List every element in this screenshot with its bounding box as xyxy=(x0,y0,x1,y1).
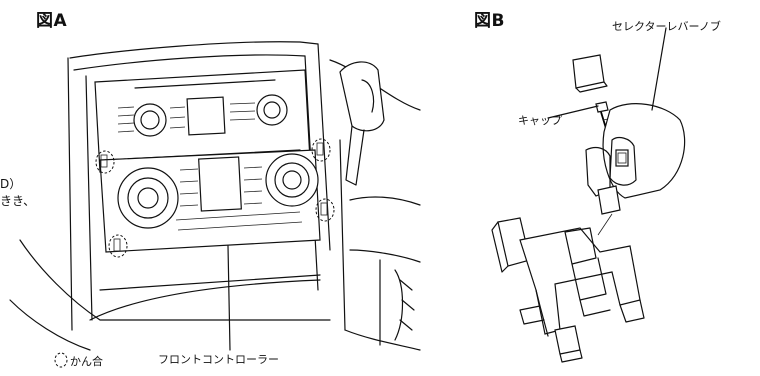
side-text-line2: きき、 xyxy=(0,194,36,208)
front-controller xyxy=(99,149,321,253)
leader-front-controller xyxy=(227,245,231,351)
label-front-controller: フロントコントローラー xyxy=(158,353,279,366)
label-selector-lever-knob: セレクターレバーノブ xyxy=(612,20,721,33)
figure-a-title: 図A xyxy=(36,11,68,31)
shift-lever-a xyxy=(339,61,385,186)
figure-b-title: 図B xyxy=(474,11,505,31)
legend-clip-symbol xyxy=(54,352,68,368)
cap-part xyxy=(572,54,605,89)
clip-markers xyxy=(95,138,335,258)
side-text-line1: D） xyxy=(0,177,22,191)
figure-b-drawing xyxy=(491,27,686,363)
label-cap: キャップ xyxy=(518,114,562,127)
legend-text: かん合 xyxy=(70,355,103,368)
